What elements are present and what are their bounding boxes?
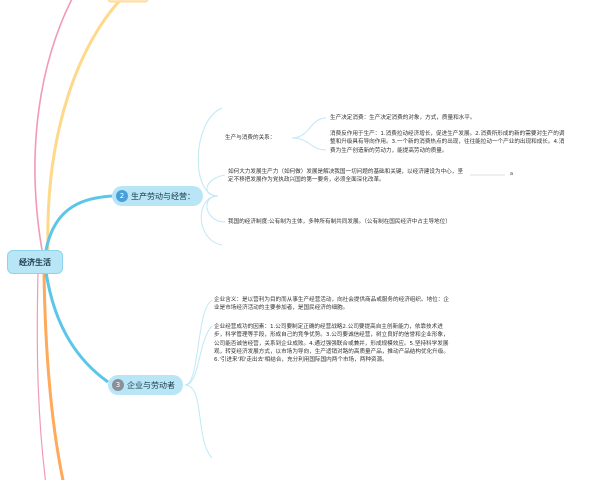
note-economic-system: 我国的经济制度:公有制为主体，多种所有制共同发展。（公有制在国民经济中占主导地位… [228, 219, 451, 225]
connector-bottom-pink [36, 271, 47, 480]
connector-root-branch2 [44, 271, 109, 384]
note-enterprise-success-factors: 企业经营成功的因素：1.公司要制定正确的经营战略2.公司要提高自主创新能力，依靠… [214, 324, 449, 364]
root-label: 经济生活 [19, 257, 51, 267]
subtopic-production-consumption[interactable]: 生产与消费的关系： [225, 135, 276, 141]
root-node[interactable]: 经济生活 [7, 250, 63, 274]
top-node-stub [107, 0, 149, 3]
priority-badge: 3 [112, 379, 124, 391]
connector-root-branch1 [44, 194, 113, 251]
note-marker: a [510, 171, 514, 177]
note-enterprise-definition: 企业含义：是以营利为目的而从事生产经营活动，向社会提供商品或服务的经济组织。地位… [214, 297, 449, 312]
note-develop-productivity: 如何大力发展生产力（如何做）发展是解决我国一切问题的基础和关键，以经济建设为中心… [228, 169, 463, 184]
branch-enterprise-labor[interactable]: 3 企业与劳动者 [108, 375, 183, 395]
branch-production-labor[interactable]: 2 生产劳动与经营： [112, 186, 203, 206]
note-production-decides: 生产决定消费：生产决定消费的对象，方式，质量和水平。 [330, 115, 476, 121]
bracket-branch2 [184, 299, 213, 386]
branch-label: 生产劳动与经营： [131, 191, 195, 201]
branch-label: 企业与劳动者 [127, 380, 175, 390]
bracket-branch1 [197, 107, 223, 197]
connector-top-yellow [46, 0, 123, 251]
bracket-sublabel [291, 117, 327, 139]
connector-bottom-orange [42, 271, 65, 480]
connector-top-pink [34, 0, 73, 251]
note-consumption-reacts: 消费反作用于生产：1.消费拉动经济增长，促进生产发展。2.消费所形成的新的需要对… [330, 131, 565, 154]
priority-badge: 2 [116, 190, 128, 202]
